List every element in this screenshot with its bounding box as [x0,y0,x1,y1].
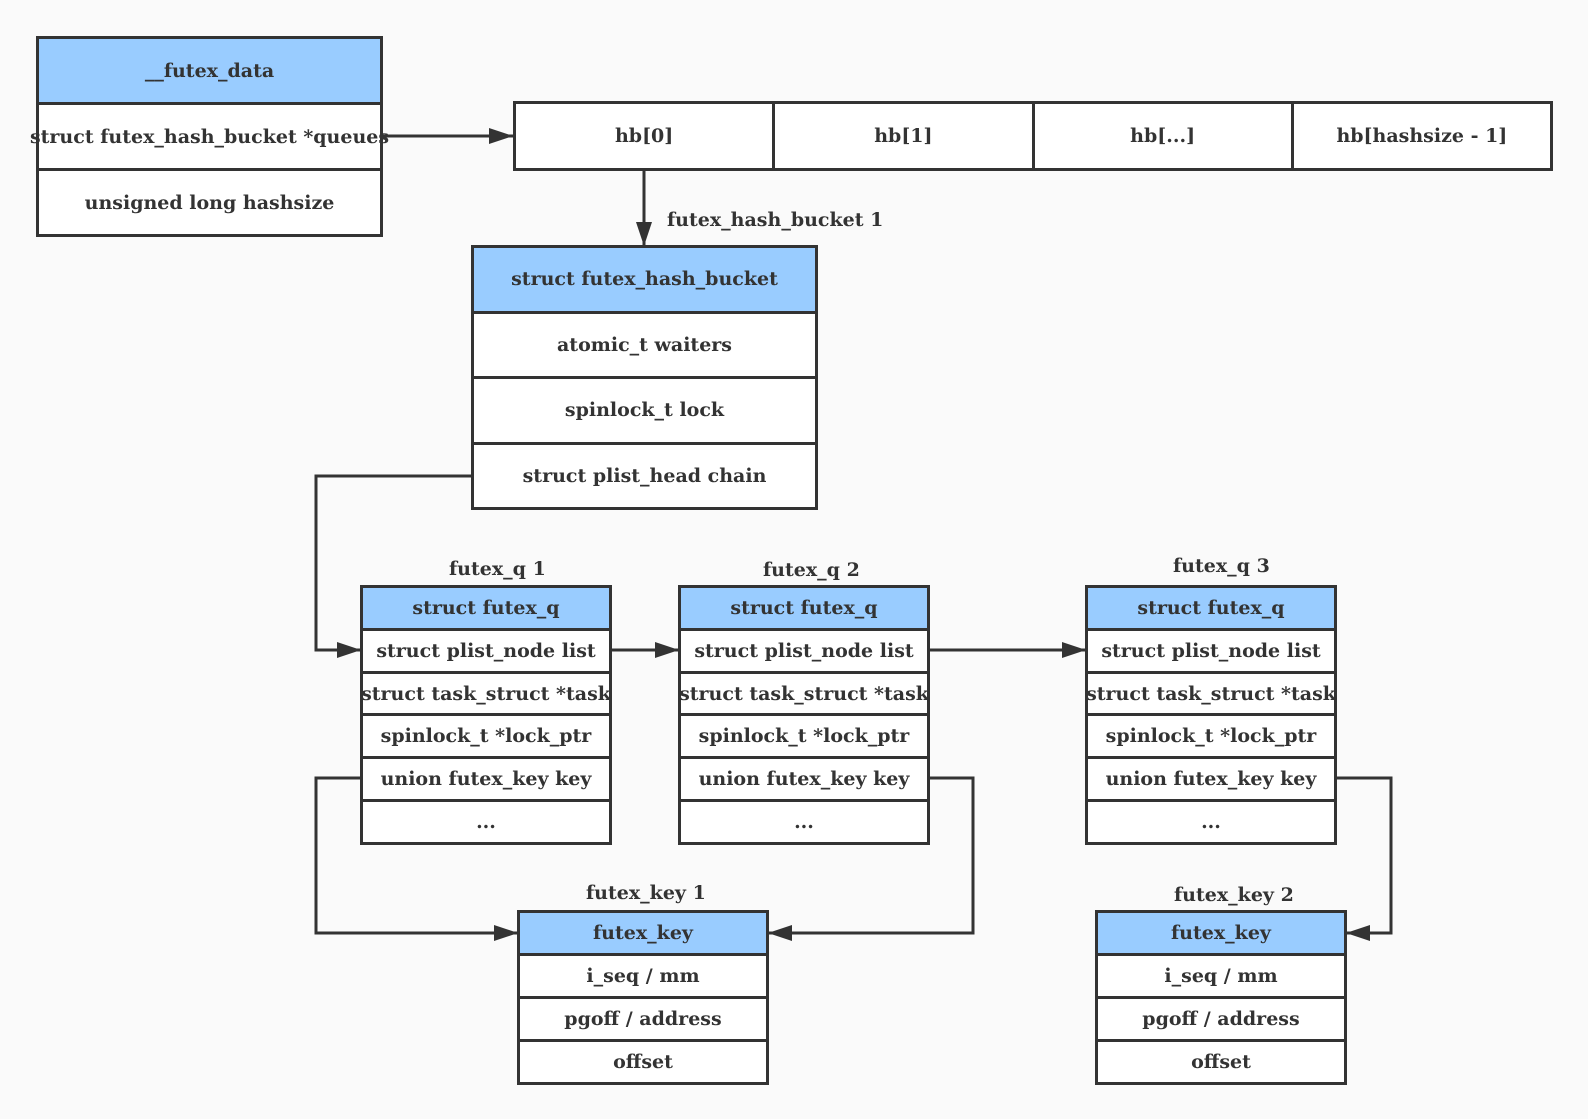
futex-q1-lock-ptr: spinlock_t *lock_ptr [363,713,609,756]
futex-key2-struct: futex_key i_seq / mm pgoff / address off… [1095,910,1347,1085]
futex-q1-title: struct futex_q [363,588,609,628]
futex-q2-caption: futex_q 2 [763,559,860,581]
futex-q1-struct: struct futex_q struct plist_node list st… [360,585,612,845]
futex-key2-title: futex_key [1098,913,1344,953]
futex-q2-list: struct plist_node list [681,627,927,671]
futex-q3-title: struct futex_q [1088,588,1334,628]
futex-key2-iseq: i_seq / mm [1098,953,1344,996]
bucket-title: struct futex_hash_bucket [474,248,815,311]
futex-key1-offset: offset [520,1039,766,1082]
hash-cell-1: hb[1] [772,104,1031,168]
futex-hash-bucket-struct: struct futex_hash_bucket atomic_t waiter… [471,245,818,510]
futex-q3-lock-ptr: spinlock_t *lock_ptr [1088,713,1334,756]
futex-key1-title: futex_key [520,913,766,953]
field-waiters: atomic_t waiters [474,310,815,377]
futex-q2-struct: struct futex_q struct plist_node list st… [678,585,930,845]
futex-data-struct: __futex_data struct futex_hash_bucket *q… [30,36,389,237]
field-chain: struct plist_head chain [474,441,815,508]
hash-cell-middle: hb[...] [1031,104,1291,168]
field-lock: spinlock_t lock [474,376,815,442]
futex-q3-caption: futex_q 3 [1173,555,1270,577]
futex-key1-pgoff: pgoff / address [520,996,766,1039]
futex-q3-list: struct plist_node list [1088,627,1334,671]
field-queues: struct futex_hash_bucket *queues [30,102,389,168]
futex-q2-more: ... [681,799,927,842]
futex-q3-struct: struct futex_q struct plist_node list st… [1085,585,1337,845]
futex-key2-caption: futex_key 2 [1174,884,1294,906]
field-hashsize: unsigned long hashsize [39,168,380,234]
arrow-q2key-to-key1 [768,776,975,941]
futex-key1-struct: futex_key i_seq / mm pgoff / address off… [517,910,769,1085]
arrow-q1key-to-key1 [314,776,518,941]
hash-cell-last: hb[hashsize - 1] [1290,104,1550,168]
futex-key1-iseq: i_seq / mm [520,953,766,996]
futex-q1-list: struct plist_node list [363,627,609,671]
arrow-chain-to-q1 [314,474,471,658]
futex-q1-more: ... [363,799,609,842]
futex-q2-key: union futex_key key [681,756,927,799]
futex-q1-key: union futex_key key [363,756,609,799]
futex-key2-offset: offset [1098,1039,1344,1082]
arrow-q3key-to-key2 [1336,776,1393,941]
futex-q3-key: union futex_key key [1088,756,1334,799]
futex-q1-caption: futex_q 1 [449,558,546,580]
futex-key1-caption: futex_key 1 [586,882,706,904]
futex-key2-pgoff: pgoff / address [1098,996,1344,1039]
futex-q3-task: struct task_struct *task [1086,670,1336,714]
futex-q2-title: struct futex_q [681,588,927,628]
bucket-caption: futex_hash_bucket 1 [667,209,884,231]
futex-q3-more: ... [1088,799,1334,842]
futex-q1-task: struct task_struct *task [361,670,611,714]
hash-bucket-array: hb[0] hb[1] hb[...] hb[hashsize - 1] [513,101,1553,171]
futex-q2-lock-ptr: spinlock_t *lock_ptr [681,713,927,756]
futex-q2-task: struct task_struct *task [679,670,929,714]
hash-cell-0: hb[0] [614,125,674,147]
futex-data-title: __futex_data [39,39,380,102]
